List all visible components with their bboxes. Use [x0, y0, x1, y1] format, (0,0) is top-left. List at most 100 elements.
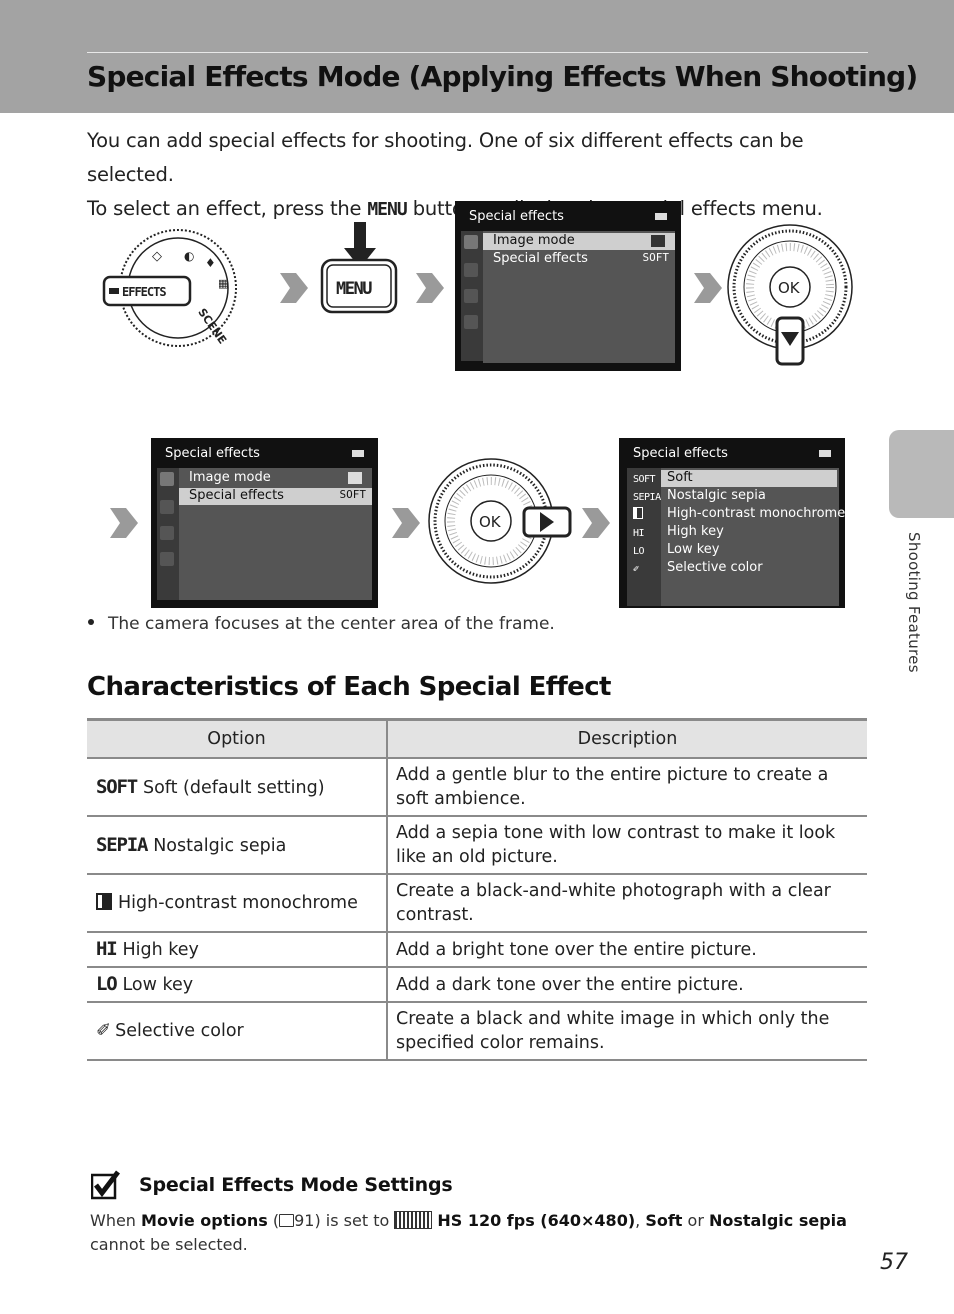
lcd-row-label: Image mode	[189, 470, 271, 485]
low-key-icon: LO	[96, 973, 118, 995]
lcd-effect-row: Soft	[661, 470, 837, 487]
lcd-code-strip	[627, 468, 661, 606]
note-fragment: (	[267, 1211, 280, 1230]
svg-text:▦: ▦	[218, 277, 228, 290]
table-header-row: Option Description	[87, 718, 867, 759]
bullet-text: The camera focuses at the center area of…	[108, 614, 555, 634]
table-header-option: Option	[87, 718, 388, 759]
brush-icon: ✐	[633, 564, 639, 575]
dial-effects-label: EFFECTS	[122, 285, 166, 299]
note-fragment: When	[90, 1211, 142, 1230]
option-label: High-contrast monochrome	[118, 893, 358, 913]
setup-tab-icon	[464, 315, 478, 329]
lcd-row-label: Special effects	[493, 251, 588, 266]
lcd-effect-label: Soft	[667, 470, 693, 485]
section-heading: Characteristics of Each Special Effect	[87, 672, 611, 702]
monochrome-icon	[633, 507, 661, 525]
lcd-effect-label: High-contrast monochrome	[667, 506, 846, 521]
header-rule	[87, 52, 868, 53]
soft-icon: SOFT	[96, 775, 138, 798]
page-number: 57	[880, 1250, 908, 1275]
lcd-row-label: Special effects	[189, 488, 284, 503]
bullet-dot	[88, 619, 94, 625]
description-cell: Create a black-and-white photograph with…	[387, 874, 867, 933]
arrow-right-icon	[280, 273, 308, 303]
table-row: ✐Selective color Create a black and whit…	[87, 1002, 867, 1061]
hs-movie-icon	[394, 1210, 433, 1229]
description-cell: Add a bright tone over the entire pictur…	[387, 932, 867, 968]
svg-text:◇: ◇	[152, 249, 162, 264]
description-cell: Create a black and white image in which …	[387, 1002, 867, 1061]
description-cell: Add a gentle blur to the entire picture …	[387, 758, 867, 817]
battery-icon	[352, 450, 364, 457]
lcd-title: Special effects	[633, 446, 728, 461]
intro-line-1: You can add special effects for shooting…	[87, 129, 804, 186]
note-fragment: cannot be selected.	[90, 1235, 248, 1254]
option-label: Selective color	[115, 1021, 244, 1041]
ok-button-label: OK	[479, 513, 502, 531]
table-header-description: Description	[387, 718, 867, 759]
note-title: Special Effects Mode Settings	[139, 1174, 453, 1196]
lcd-screen-2: Special effects Image mode Special effec…	[151, 438, 378, 608]
arrow-right-icon	[110, 508, 138, 538]
battery-icon	[655, 213, 667, 220]
lcd-body: Image mode Special effects SOFT	[179, 468, 372, 600]
page-reference[interactable]: 91	[294, 1211, 315, 1230]
description-cell: Add a dark tone over the entire picture.	[387, 967, 867, 1003]
option-label: Low key	[122, 975, 194, 995]
brush-icon: ✐	[96, 1020, 112, 1041]
lcd-row-value: SOFT	[642, 251, 670, 264]
note-fragment: ) is set to	[314, 1211, 395, 1230]
multi-selector-down-illustration: OK	[727, 224, 853, 366]
lcd-row-value: SOFT	[339, 488, 367, 501]
ok-button-label: OK	[778, 279, 801, 297]
note-fragment: ,	[635, 1211, 646, 1230]
movie-options-term: Movie options	[141, 1211, 268, 1230]
movie-tab-icon	[160, 500, 174, 514]
menu-button-label: MENU	[336, 279, 372, 299]
lcd-effect-label: High key	[667, 524, 724, 539]
lcd-row-special-effects: Special effects SOFT	[483, 251, 675, 268]
note-fragment: or	[682, 1211, 709, 1230]
battery-icon	[819, 450, 831, 457]
soft-term: Soft	[645, 1211, 683, 1230]
mode-dial-illustration: ◐ ♦ ▦ ◇ SCENE EFFECTS	[102, 229, 237, 347]
intro-line-2-prefix: To select an effect, press the	[87, 197, 368, 220]
lcd-code-hi: HI	[633, 528, 645, 539]
hs-movie-term: HS 120 fps (640×480)	[437, 1211, 636, 1230]
table-row: High-contrast monochrome Create a black-…	[87, 874, 867, 933]
menu-button-illustration: MENU	[320, 222, 398, 314]
lcd-row-image-mode: Image mode	[179, 470, 372, 487]
lcd-code-soft: SOFT	[633, 474, 656, 485]
lcd-effect-label: Low key	[667, 542, 720, 557]
lcd-code-sepia: SEPIA	[633, 492, 661, 503]
option-label: Nostalgic sepia	[153, 835, 287, 856]
option-cell: ✐Selective color	[87, 1002, 388, 1061]
arrow-right-icon	[582, 508, 610, 538]
lcd-effect-label: Selective color	[667, 560, 763, 575]
image-mode-icon	[651, 235, 665, 247]
lcd-effect-label: Nostalgic sepia	[667, 488, 766, 503]
playback-tab-icon	[464, 289, 478, 303]
arrow-right-icon	[392, 508, 420, 538]
arrow-right-icon	[694, 273, 722, 303]
bullet-note: The camera focuses at the center area of…	[88, 614, 555, 634]
lcd-body: Soft Nostalgic sepia High-contrast monoc…	[661, 468, 845, 606]
lcd-body: Image mode Special effects SOFT	[483, 231, 675, 363]
svg-text:◐: ◐	[184, 249, 194, 263]
description-cell: Add a sepia tone with low contrast to ma…	[387, 816, 867, 875]
sepia-term: Nostalgic sepia	[708, 1211, 847, 1230]
arrow-right-icon	[416, 273, 444, 303]
lcd-row-special-effects: Special effects SOFT	[179, 488, 372, 505]
monochrome-icon	[96, 892, 112, 910]
note-text: When Movie options (91) is set to HS 120…	[90, 1209, 870, 1257]
option-label: Soft (default setting)	[142, 777, 325, 798]
